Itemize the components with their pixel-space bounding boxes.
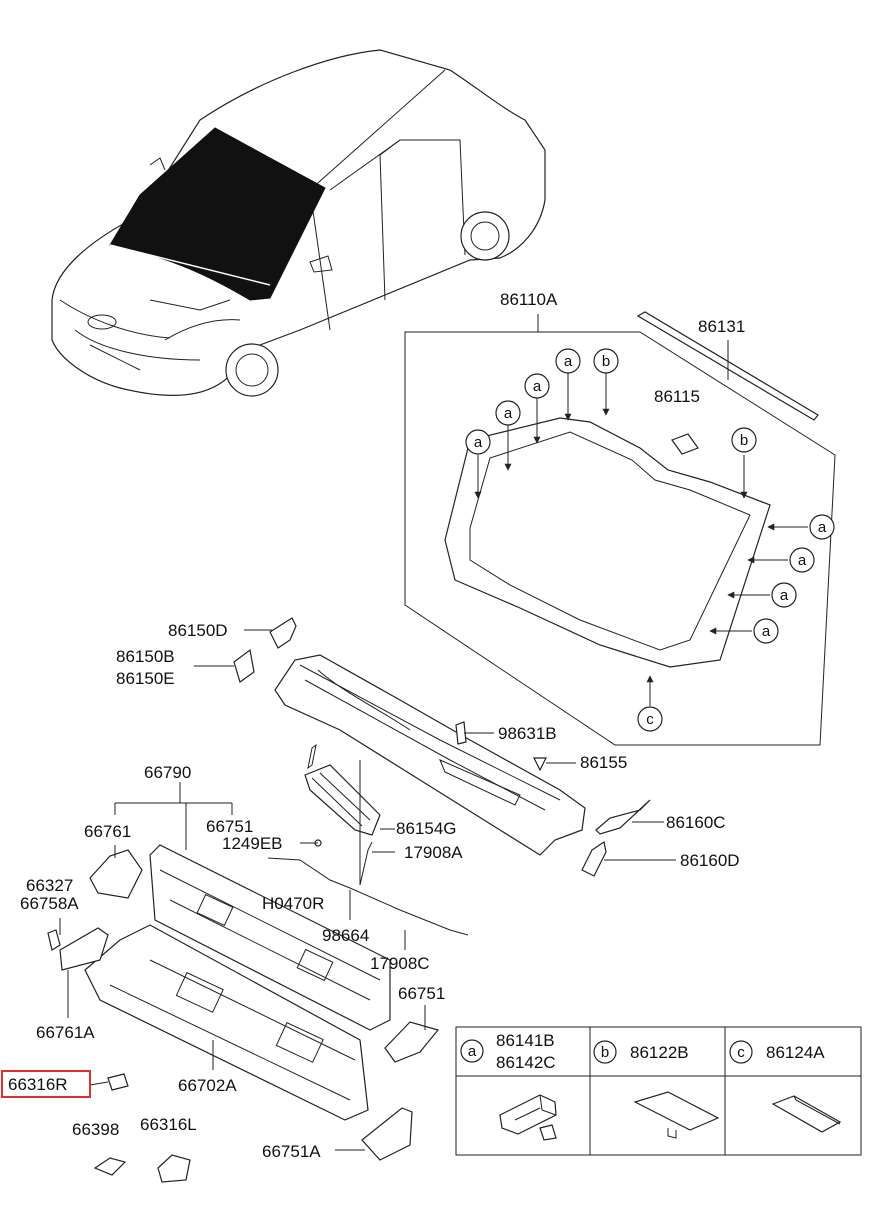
label-66751: 66751 (206, 817, 253, 836)
label-17908C: 17908C (370, 954, 430, 973)
label-98664: 98664 (322, 926, 369, 945)
label-86150D: 86150D (168, 621, 228, 640)
part-labels: 86110A 86131 86115 86150D 86150B 86150E … (8, 290, 745, 1161)
callout-a: a (818, 519, 827, 536)
label-66327: 66327 (26, 876, 73, 895)
callout-a: a (533, 378, 542, 395)
legend-part-86124A: 86124A (766, 1043, 825, 1062)
label-66702A: 66702A (178, 1076, 237, 1095)
legend-part-86141B: 86141B (496, 1031, 555, 1050)
legend-letter-a: a (468, 1043, 477, 1060)
legend-letter-c: c (737, 1044, 745, 1061)
label-66761A: 66761A (36, 1023, 95, 1042)
legend-part-86142C: 86142C (496, 1053, 556, 1072)
label-1249EB: 1249EB (222, 834, 283, 853)
label-66758A: 66758A (20, 894, 79, 913)
label-98631B: 98631B (498, 724, 557, 743)
car-illustration (51, 49, 546, 397)
leader-lines (59, 629, 676, 1151)
dash-panel-assembly (47, 844, 440, 1183)
callout-a: a (780, 587, 789, 604)
legend-table: a 86141B 86142C b 86122B c 86124A (455, 1026, 862, 1156)
callout-a: a (504, 405, 513, 422)
label-86115: 86115 (654, 387, 700, 406)
label-86150B: 86150B (116, 647, 175, 666)
label-66761: 66761 (84, 822, 131, 841)
callout-b: b (740, 432, 748, 449)
cowl-assembly (233, 617, 651, 936)
label-H0470R: H0470R (262, 894, 324, 913)
callout-c: c (646, 711, 654, 728)
legend-letter-b: b (601, 1044, 609, 1061)
callout-a: a (798, 552, 807, 569)
callout-a: a (762, 623, 771, 640)
windshield-box (404, 311, 836, 746)
windshield-callouts: a a a a b b a a a a c (465, 348, 835, 732)
label-86160C: 86160C (666, 813, 726, 832)
label-66790: 66790 (144, 763, 191, 782)
label-66398: 66398 (72, 1120, 119, 1139)
label-86154G: 86154G (396, 819, 457, 838)
callout-a: a (564, 353, 573, 370)
label-17908A: 17908A (404, 843, 463, 862)
callout-b: b (602, 353, 610, 370)
label-66751: 66751 (398, 984, 445, 1003)
label-86155: 86155 (580, 753, 627, 772)
label-86131: 86131 (698, 317, 745, 336)
label-66316R: 66316R (8, 1075, 68, 1094)
label-86150E: 86150E (116, 669, 175, 688)
legend-part-86122B: 86122B (630, 1043, 689, 1062)
label-86160D: 86160D (680, 851, 740, 870)
label-86110A: 86110A (500, 290, 558, 309)
label-66316L: 66316L (140, 1115, 197, 1134)
label-66751A: 66751A (262, 1142, 321, 1161)
highlight-box-66316R (1, 1070, 91, 1098)
callout-a: a (474, 434, 483, 451)
